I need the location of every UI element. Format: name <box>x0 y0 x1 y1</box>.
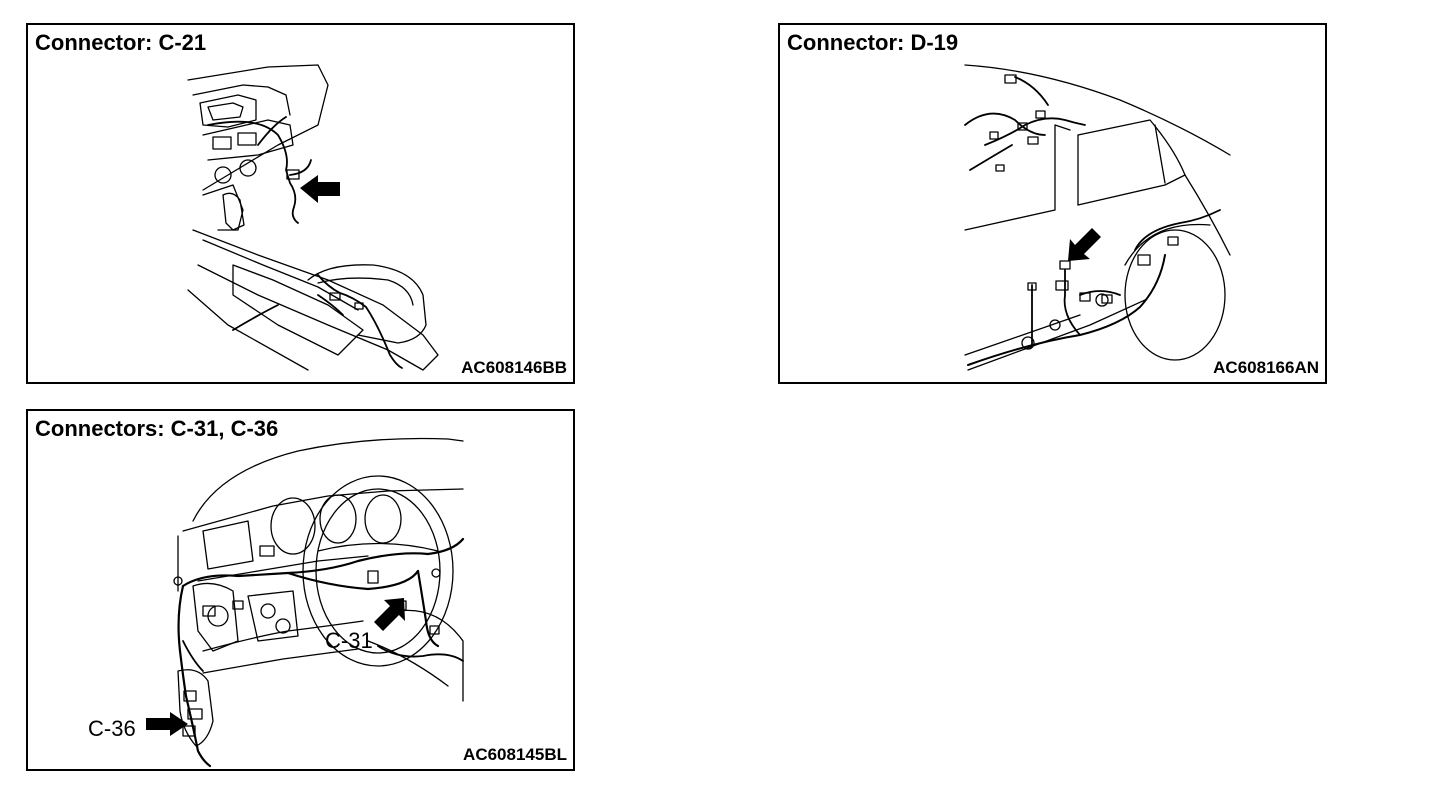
figure-code: AC608166AN <box>1213 358 1319 377</box>
pointer-arrow-icon <box>300 175 340 203</box>
figure-code: AC608146BB <box>461 358 567 377</box>
center-console-illustration <box>28 25 573 382</box>
pointer-arrow-icon <box>374 598 405 631</box>
instrument-panel-illustration <box>146 411 573 769</box>
pointer-arrow-icon <box>1068 228 1101 261</box>
pointer-arrow-icon <box>146 712 188 736</box>
figure-code: AC608145BL <box>463 745 567 764</box>
panel-title: Connector: C-21 <box>35 30 207 55</box>
rear-body-illustration <box>780 25 1325 382</box>
diagram-panel-c21: Connector: C-21 <box>26 23 575 384</box>
diagram-panel-c31-c36: Connectors: C-31, C-36 <box>26 409 575 771</box>
panel-title: Connectors: C-31, C-36 <box>35 416 279 441</box>
diagram-panel-d19: Connector: D-19 <box>778 23 1327 384</box>
callout-c31: C-31 <box>325 628 373 653</box>
callout-c36: C-36 <box>88 716 136 741</box>
panel-title: Connector: D-19 <box>787 30 959 55</box>
